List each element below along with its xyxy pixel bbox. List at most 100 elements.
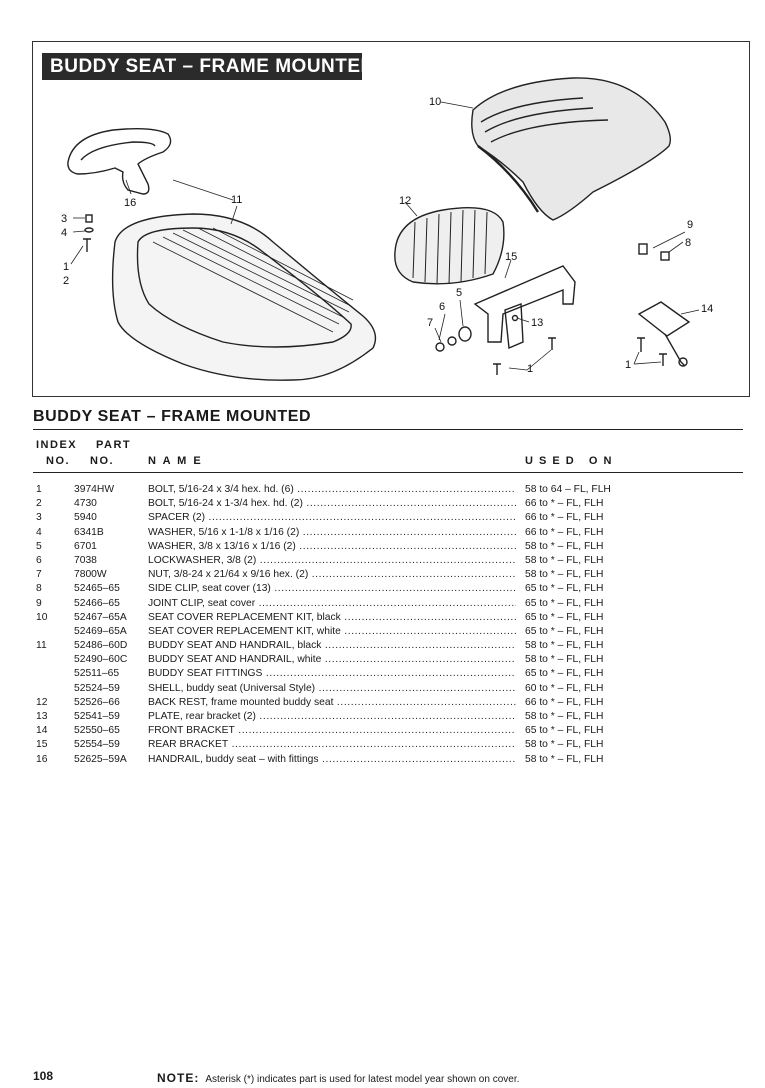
- index-cell: 13: [36, 711, 48, 722]
- part-number-cell: 5940: [74, 512, 97, 524]
- used-on-cell: 60 to * – FL, FLH: [525, 682, 604, 694]
- index-cell: 11: [36, 640, 47, 652]
- column-header-part-line1: PART: [96, 439, 132, 451]
- name-cell: BOLT, 5/16-24 x 3/4 hex. hd. (6): [148, 483, 516, 497]
- name-cell: LOCKWASHER, 3/8 (2): [148, 554, 516, 568]
- used-on-cell: 65 to * – FL, FLH: [525, 625, 604, 637]
- callout-13: 13: [531, 317, 543, 329]
- callout-8: 8: [685, 237, 691, 249]
- plate-drawing: [504, 303, 524, 350]
- used-on-cell: 66 to * – FL, FLH: [525, 498, 604, 510]
- used-on-cell: 58 to * – FL, FLH: [525, 711, 604, 722]
- index-cell: 9: [36, 597, 42, 609]
- table-row: 5 6701 WASHER, 3/8 x 13/16 x 1/16 (2) 58 to…: [0, 540, 765, 554]
- note-text: Asterisk (*) indicates part is used for …: [205, 1074, 520, 1085]
- used-on-cell: 58 to * – FL, FLH: [525, 739, 604, 751]
- callout-14: 14: [701, 303, 713, 315]
- callout-12: 12: [399, 195, 411, 207]
- index-cell: 16: [36, 753, 48, 765]
- column-header-used-on: U S E D O N: [525, 455, 613, 467]
- used-on-cell: 66 to * – FL, FLH: [525, 512, 604, 524]
- callout-9: 9: [687, 219, 693, 231]
- name-cell: BACK REST, frame mounted buddy seat: [148, 696, 516, 710]
- callout-4: 4: [61, 227, 67, 239]
- callout-11: 11: [231, 194, 242, 206]
- name-cell: NUT, 3/8-24 x 21/64 x 9/16 hex. (2): [148, 568, 516, 582]
- used-on-cell: 66 to * – FL, FLH: [525, 526, 604, 538]
- figure-title: BUDDY SEAT – FRAME MOUNTED: [42, 53, 374, 80]
- part-number-cell: 52541–59: [74, 711, 120, 722]
- part-number-cell: 52465–65: [74, 583, 120, 595]
- hardware-drawing: [83, 214, 670, 375]
- used-on-cell: 65 to * – FL, FLH: [525, 668, 604, 680]
- callout-16: 16: [124, 197, 136, 209]
- callout-2: 2: [63, 275, 69, 287]
- buddy-seat-drawing: [111, 213, 377, 381]
- index-cell: 10: [36, 611, 48, 623]
- index-cell: 2: [36, 498, 42, 510]
- footer-note: NOTE:Asterisk (*) indicates part is used…: [157, 1071, 519, 1085]
- name-cell: WASHER, 3/8 x 13/16 x 1/16 (2): [148, 540, 516, 554]
- index-cell: 15: [36, 739, 48, 751]
- callout-3: 3: [61, 213, 67, 225]
- part-number-cell: 52554–59: [74, 739, 120, 751]
- part-number-cell: 7800W: [74, 569, 107, 581]
- column-header-index-line2: NO.: [46, 455, 71, 467]
- index-cell: 3: [36, 512, 42, 524]
- index-cell: 4: [36, 526, 42, 538]
- index-cell: 5: [36, 540, 42, 552]
- part-number-cell: 52466–65: [74, 597, 120, 609]
- table-row: 16 52625–59A HANDRAIL, buddy seat – with f…: [0, 753, 765, 767]
- rear-bracket-drawing: [473, 265, 576, 343]
- header-rule: [33, 472, 743, 473]
- used-on-cell: 65 to * – FL, FLH: [525, 583, 604, 595]
- part-number-cell: 6341B: [74, 526, 104, 538]
- part-number-cell: 4730: [74, 498, 97, 510]
- index-cell: 14: [36, 725, 48, 737]
- name-cell: HANDRAIL, buddy seat – with fittings: [148, 753, 516, 767]
- index-cell: 8: [36, 583, 42, 595]
- leader-lines: [70, 101, 700, 371]
- index-cell: 12: [36, 696, 48, 708]
- callout-1-right: 1: [625, 359, 631, 371]
- name-cell: SPACER (2): [148, 511, 516, 525]
- part-number-cell: 52524–59: [74, 682, 120, 694]
- name-cell: JOINT CLIP, seat cover: [148, 597, 516, 611]
- used-on-cell: 58 to * – FL, FLH: [525, 540, 604, 552]
- part-number-cell: 3974HW: [74, 484, 115, 495]
- part-number-cell: 52625–59A: [74, 753, 127, 765]
- back-rest-drawing: [394, 207, 505, 285]
- front-bracket-drawing: [637, 301, 691, 367]
- used-on-cell: 58 to * – FL, FLH: [525, 640, 604, 652]
- part-number-cell: 6701: [74, 540, 97, 552]
- index-cell: 6: [36, 554, 42, 566]
- part-number-cell: 52550–65: [74, 725, 120, 737]
- name-cell: SEAT COVER REPLACEMENT KIT, white: [148, 625, 516, 639]
- used-on-cell: 58 to 64 – FL, FLH: [525, 484, 611, 495]
- callout-1-left: 1: [63, 261, 69, 273]
- callout-labels: 10 16 11 12 9 8 3 4 1 2 15 6 5 7 13 1 14…: [61, 96, 713, 375]
- name-cell: BUDDY SEAT AND HANDRAIL, white: [148, 653, 516, 667]
- column-header-name: N A M E: [148, 455, 203, 467]
- exploded-view-figure: BUDDY SEAT – FRAME MOUNTED: [32, 41, 750, 397]
- name-cell: BUDDY SEAT AND HANDRAIL, black: [148, 639, 516, 653]
- table-row: 3 5940 SPACER (2) 66 to * – FL, FLH: [0, 511, 765, 525]
- name-cell: FRONT BRACKET: [148, 724, 516, 738]
- used-on-cell: 65 to * – FL, FLH: [525, 611, 604, 623]
- name-cell: WASHER, 5/16 x 1-1/8 x 1/16 (2): [148, 526, 516, 540]
- callout-7: 7: [427, 317, 433, 329]
- exploded-view-drawing: 10 16 11 12 9 8 3 4 1 2 15 6 5 7 13 1 14…: [61, 77, 713, 381]
- callout-15: 15: [505, 251, 517, 263]
